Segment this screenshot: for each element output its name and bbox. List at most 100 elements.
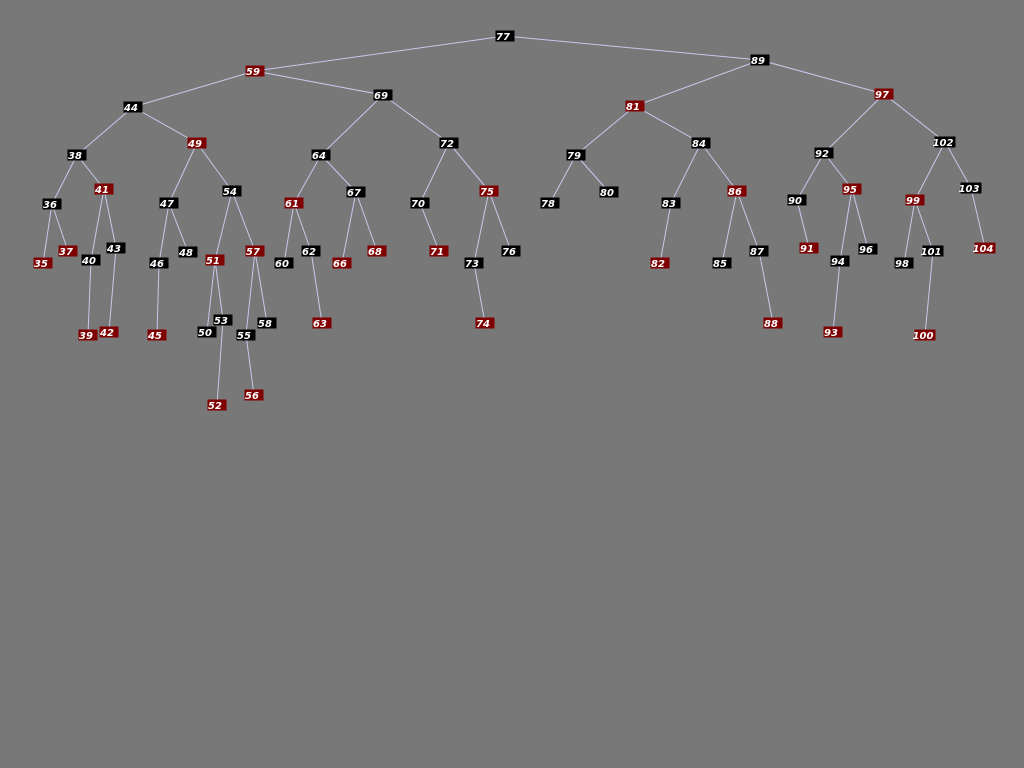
tree-node-85: 85 [712,257,732,270]
tree-node-98: 98 [894,257,914,270]
edge-38-36 [51,154,78,205]
tree-node-88: 88 [763,317,783,330]
node-box-81 [625,100,645,112]
node-label-57: 57 [246,247,260,258]
edge-89-81 [634,59,761,107]
edge-41-43 [103,188,117,249]
edge-57-58 [254,250,268,324]
node-label-64: 64 [312,151,326,162]
edge-70-71 [419,202,440,252]
tree-node-78: 78 [540,197,560,210]
node-box-76 [501,245,521,257]
tree-node-100: 100 [913,329,936,342]
node-box-94 [830,255,850,267]
node-label-69: 69 [374,91,388,102]
node-label-91: 91 [800,244,814,255]
edge-59-44 [132,70,256,108]
node-box-100 [914,329,936,341]
node-label-46: 46 [149,259,164,270]
tree-node-80: 80 [599,186,619,199]
tree-node-75: 75 [479,185,499,198]
node-box-55 [236,329,256,341]
node-label-50: 50 [198,328,212,339]
node-label-58: 58 [258,319,272,330]
tree-node-72: 72 [439,137,459,150]
node-box-48 [178,246,198,258]
node-label-99: 99 [906,196,920,207]
node-box-69 [373,89,393,101]
tree-node-84: 84 [691,137,711,150]
tree-node-51: 51 [205,254,225,267]
edge-51-53 [214,259,224,321]
node-box-66 [332,257,352,269]
node-box-49 [187,137,207,149]
tree-node-68: 68 [367,245,387,258]
edge-102-99 [914,141,946,201]
node-box-37 [58,245,78,257]
tree-node-73: 73 [464,257,484,270]
tree-node-102: 102 [933,136,956,149]
edge-79-80 [575,154,610,193]
node-label-80: 80 [600,188,614,199]
node-label-59: 59 [246,67,260,78]
edge-47-46 [158,202,170,264]
tree-node-70: 70 [410,197,430,210]
node-box-58 [257,317,277,329]
node-box-54 [222,185,242,197]
node-box-50 [197,326,217,338]
node-box-82 [650,257,670,269]
edge-92-90 [796,152,825,201]
node-label-70: 70 [411,199,425,210]
tree-node-53: 53 [213,314,233,327]
node-label-82: 82 [651,259,665,270]
node-label-87: 87 [750,247,764,258]
node-label-61: 61 [285,199,299,210]
node-box-87 [749,245,769,257]
tree-node-36: 36 [42,198,62,211]
node-label-92: 92 [815,149,829,160]
node-box-103 [960,182,982,194]
node-label-72: 72 [440,139,454,150]
edge-43-42 [108,247,117,333]
node-box-35 [33,257,53,269]
tree-node-96: 96 [858,243,878,256]
node-label-63: 63 [313,319,327,330]
edge-77-89 [504,35,761,61]
node-box-46 [149,257,169,269]
tree-node-74: 74 [475,317,495,330]
tree-node-38: 38 [67,149,87,162]
edge-102-103 [944,141,972,189]
edge-97-102 [883,93,946,143]
node-box-91 [799,242,819,254]
node-box-71 [429,245,449,257]
tree-node-87: 87 [749,245,769,258]
edge-72-75 [448,142,490,192]
node-box-99 [905,194,925,206]
tree-node-57: 57 [245,245,265,258]
tree-node-56: 56 [244,389,264,402]
tree-node-99: 99 [905,194,925,207]
edge-53-52 [216,319,224,406]
node-label-86: 86 [728,187,742,198]
tree-node-64: 64 [311,149,331,162]
node-label-68: 68 [368,247,382,258]
node-box-70 [410,197,430,209]
node-box-86 [727,185,747,197]
node-box-41 [94,183,114,195]
node-label-51: 51 [206,256,220,267]
node-label-37: 37 [59,247,73,258]
node-label-56: 56 [245,391,259,402]
edge-84-86 [700,142,738,192]
tree-node-93: 93 [823,326,843,339]
node-label-49: 49 [187,139,202,150]
node-label-101: 101 [921,247,942,258]
node-box-67 [346,186,366,198]
tree-node-77: 77 [495,30,515,43]
edge-64-67 [320,154,357,193]
edge-46-45 [156,262,160,336]
tree-node-43: 43 [106,242,126,255]
tree-node-92: 92 [814,147,834,160]
tree-node-62: 62 [301,245,321,258]
node-label-47: 47 [159,199,174,210]
tree-node-81: 81 [625,100,645,113]
